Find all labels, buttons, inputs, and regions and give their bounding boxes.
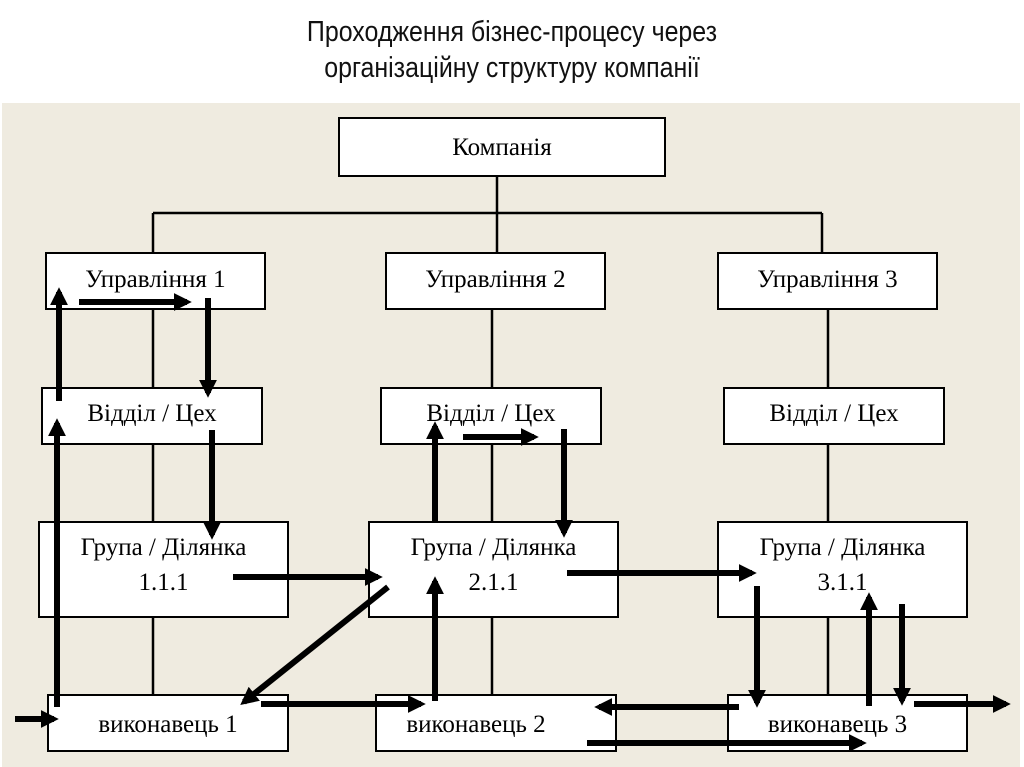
- management-2-box: Управління 2: [385, 252, 606, 310]
- hierarchy-connectors: [151, 176, 830, 694]
- group-1-box: Група / Ділянка 1.1.1: [38, 521, 289, 618]
- department-2-box: Відділ / Цех: [380, 387, 602, 445]
- department-3-box: Відділ / Цех: [723, 387, 945, 445]
- management-1-box: Управління 1: [45, 252, 266, 310]
- management-1-label: Управління 1: [85, 266, 226, 293]
- company-box: Компанія: [338, 117, 666, 177]
- executor-1-box: виконавець 1: [47, 694, 289, 752]
- slide-title-line-2: організаційну структуру компанії: [324, 52, 700, 84]
- company-label: Компанія: [452, 134, 552, 161]
- management-3-box: Управління 3: [717, 252, 938, 310]
- executor-3-label: виконавець 3: [767, 711, 908, 738]
- group-3-code: 3.1.1: [817, 569, 868, 596]
- slide-title: Проходження бізнес-процесу через організ…: [72, 14, 953, 86]
- group-2-box: Група / Ділянка 2.1.1: [368, 521, 619, 618]
- group-1-label: Група / Ділянка: [80, 534, 247, 561]
- executor-2-box: виконавець 2: [375, 694, 617, 752]
- group-1-code: 1.1.1: [138, 569, 189, 596]
- department-1-label: Відділ / Цех: [87, 400, 217, 427]
- connector-layer: [151, 176, 830, 694]
- org-chart-canvas: Компанія Управління 1 Управління 2 Управ…: [2, 103, 1020, 767]
- department-3-label: Відділ / Цех: [769, 400, 899, 427]
- management-2-label: Управління 2: [425, 266, 566, 293]
- management-3-label: Управління 3: [757, 266, 898, 293]
- executor-2-label: виконавець 2: [406, 711, 546, 738]
- department-1-box: Відділ / Цех: [41, 387, 263, 445]
- executor-3-box: виконавець 3: [727, 694, 968, 752]
- slide-title-line-1: Проходження бізнес-процесу через: [306, 16, 718, 48]
- group-3-box: Група / Ділянка 3.1.1: [717, 521, 968, 618]
- group-3-label: Група / Ділянка: [759, 534, 926, 561]
- group-2-code: 2.1.1: [468, 569, 519, 596]
- executor-1-label: виконавець 1: [98, 711, 238, 738]
- group-2-label: Група / Ділянка: [410, 534, 577, 561]
- department-2-label: Відділ / Цех: [426, 400, 556, 427]
